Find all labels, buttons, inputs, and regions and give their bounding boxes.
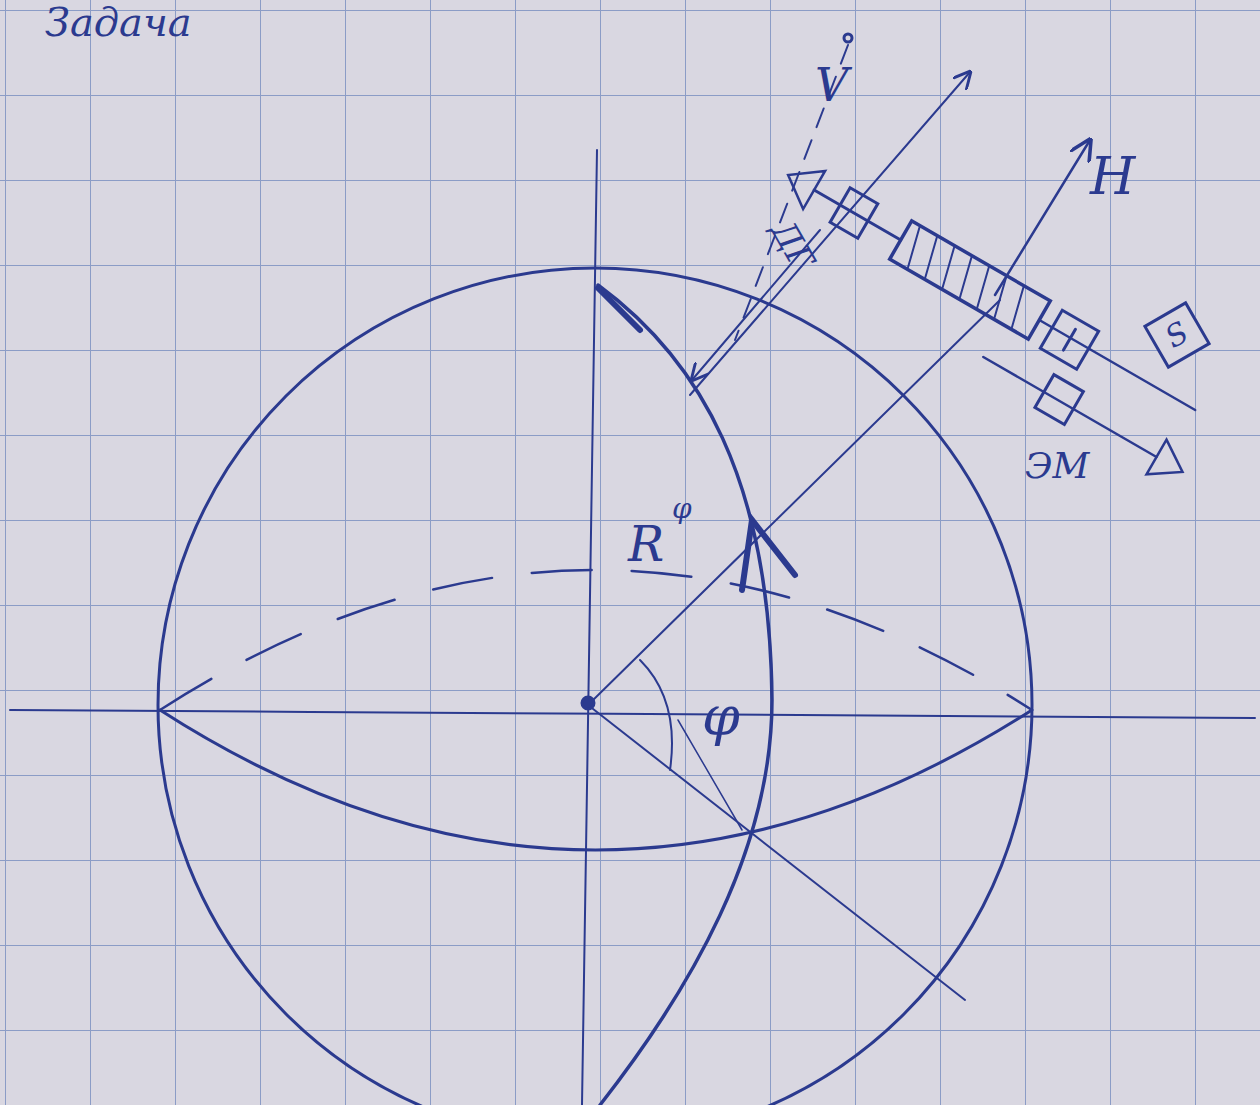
pole-mark (598, 288, 640, 330)
radius-label: R (628, 520, 664, 568)
equator-back (160, 570, 1032, 710)
direction-arrow (690, 72, 970, 395)
velocity-dot (844, 34, 852, 42)
center-dot (582, 697, 594, 709)
h-arrow (995, 140, 1090, 295)
projection-line (588, 705, 965, 1000)
box-text: S (1161, 317, 1194, 353)
point-mark (742, 520, 795, 590)
horizontal-axis (10, 710, 1255, 718)
h-label: H (1090, 150, 1135, 202)
sphere-outline (158, 268, 1032, 1105)
satellite (748, 156, 1223, 489)
velocity-line (735, 45, 848, 340)
angle-label: φ (702, 690, 740, 744)
equator-front (160, 710, 1032, 850)
meridian (598, 285, 772, 1105)
polar-axis (582, 150, 597, 1105)
angle-arc (640, 660, 672, 770)
em-label: ЭМ (1025, 448, 1089, 484)
heading-text: Задача (45, 2, 192, 42)
radius-line (588, 300, 1000, 705)
angle-label: φ (672, 495, 692, 523)
velocity-label: V (815, 62, 848, 108)
